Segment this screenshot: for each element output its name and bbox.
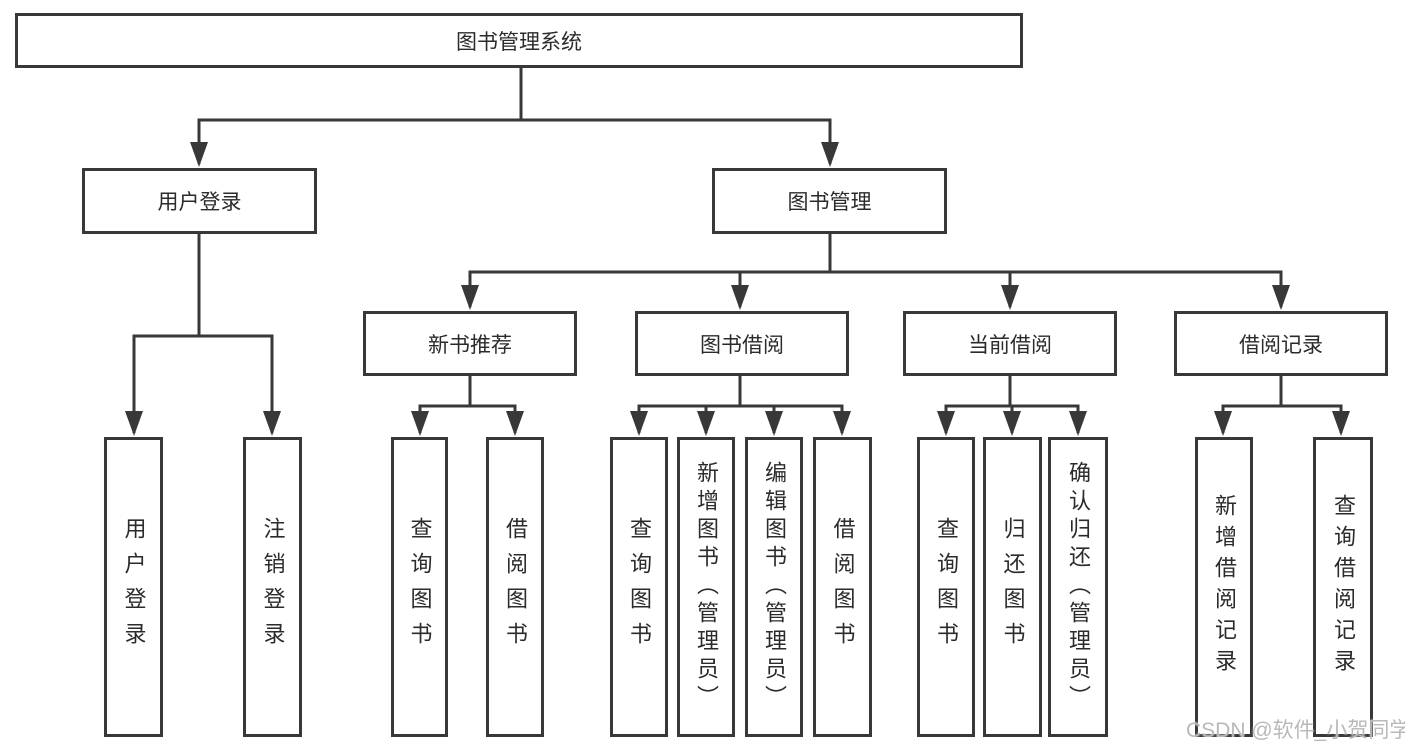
leaf-label: 编辑图书（管理员）: [762, 461, 787, 713]
leaf-label: 归还图书: [1000, 517, 1026, 657]
leaf-user-login: 用户登录: [104, 437, 163, 737]
leaf-label: 查询图书: [407, 517, 433, 657]
leaf-label: 用户登录: [121, 517, 147, 657]
leaf-logout: 注销登录: [243, 437, 302, 737]
arrowheads: [125, 142, 1350, 436]
leaf-confirm-return-admin: 确认归还（管理员）: [1048, 437, 1108, 737]
leaf-label: 注销登录: [260, 517, 286, 657]
leaf-query-books-recommend: 查询图书: [391, 437, 448, 737]
node-new-book-recommend: 新书推荐: [363, 311, 577, 376]
leaf-label: 确认归还（管理员）: [1066, 461, 1091, 713]
leaf-label: 新增图书（管理员）: [694, 461, 719, 713]
node-current-borrow: 当前借阅: [903, 311, 1117, 376]
leaf-borrow-books: 借阅图书: [813, 437, 872, 737]
leaf-label: 查询图书: [934, 517, 959, 657]
edge-borrowrecord-branch: [1221, 404, 1343, 433]
leaf-label: 查询图书: [627, 517, 652, 657]
leaf-add-book-admin: 新增图书（管理员）: [677, 437, 735, 737]
edge-newbook-branch: [418, 404, 517, 433]
leaf-edit-book-admin: 编辑图书（管理员）: [745, 437, 803, 737]
leaf-borrow-books-recommend: 借阅图书: [486, 437, 544, 737]
leaf-query-borrow-record: 查询借阅记录: [1313, 437, 1373, 737]
leaf-label: 新增借阅记录: [1212, 494, 1237, 680]
edge-bookborrow-branch: [637, 404, 844, 433]
edge-level3-branch: [468, 270, 1283, 307]
leaf-return-book: 归还图书: [983, 437, 1042, 737]
node-root: 图书管理系统: [15, 13, 1023, 68]
leaf-label: 查询借阅记录: [1331, 494, 1356, 680]
leaf-add-borrow-record: 新增借阅记录: [1195, 437, 1253, 737]
node-borrow-record: 借阅记录: [1174, 311, 1388, 376]
leaf-label: 借阅图书: [503, 517, 528, 657]
leaf-query-books-borrow: 查询图书: [610, 437, 668, 737]
node-user-login: 用户登录: [82, 168, 317, 234]
node-book-management: 图书管理: [712, 168, 947, 234]
csdn-watermark: CSDN @软件_小贺同学: [1186, 719, 1405, 742]
edge-level2-branch: [197, 118, 832, 164]
leaf-query-books-current: 查询图书: [917, 437, 975, 737]
leaf-label: 借阅图书: [830, 517, 856, 657]
node-book-borrow: 图书借阅: [635, 311, 849, 376]
edge-userlogin-branch: [132, 334, 274, 433]
